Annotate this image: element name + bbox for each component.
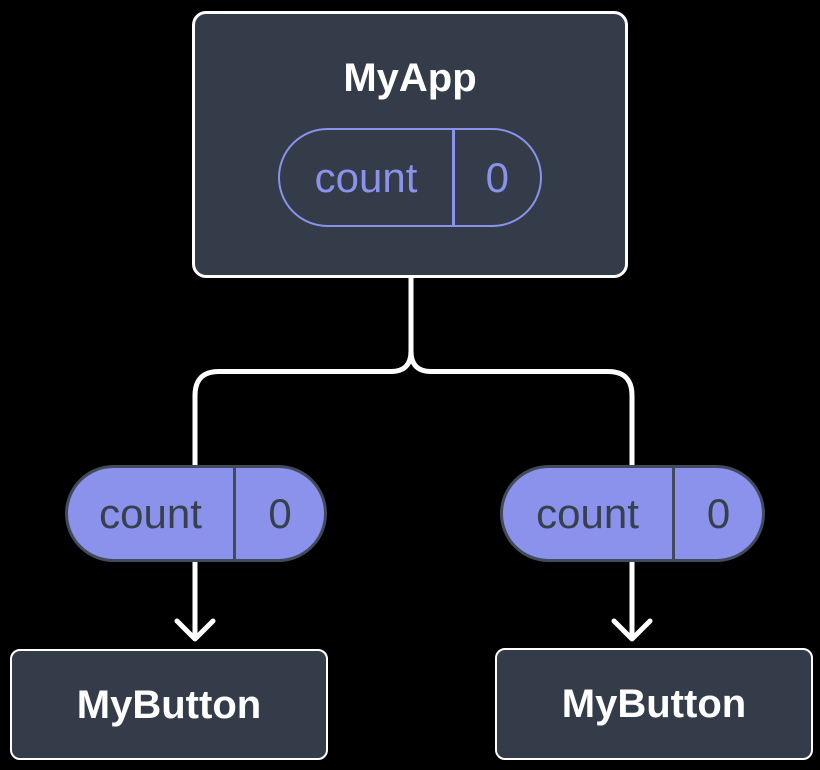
connector-root-to-left-pill: [192, 273, 414, 473]
prop-key-label: count: [99, 489, 202, 537]
state-key-label: count: [314, 153, 418, 201]
prop-value-label: 0: [268, 489, 292, 537]
prop-pill-right: count 0: [500, 465, 765, 562]
myapp-node: MyApp count 0: [192, 11, 628, 278]
connector-root-to-right-pill: [408, 273, 635, 473]
mybutton-node-left: MyButton: [10, 649, 328, 760]
arrow-right-head-icon: [611, 618, 653, 642]
mybutton-node-title: MyButton: [76, 682, 262, 727]
arrow-left-head-icon: [174, 618, 216, 642]
state-value-label: 0: [485, 153, 509, 201]
myapp-node-title: MyApp: [343, 56, 477, 100]
prop-pill-left: count 0: [65, 465, 327, 562]
mybutton-node-right: MyButton: [495, 648, 813, 760]
mybutton-node-title: MyButton: [561, 682, 747, 726]
prop-key-label: count: [536, 489, 639, 537]
prop-pill-divider: [233, 468, 236, 559]
state-pill-divider: [452, 130, 455, 225]
prop-value-label: 0: [706, 489, 731, 537]
prop-pill-divider: [672, 468, 675, 559]
myapp-state-pill: count 0: [278, 128, 542, 227]
